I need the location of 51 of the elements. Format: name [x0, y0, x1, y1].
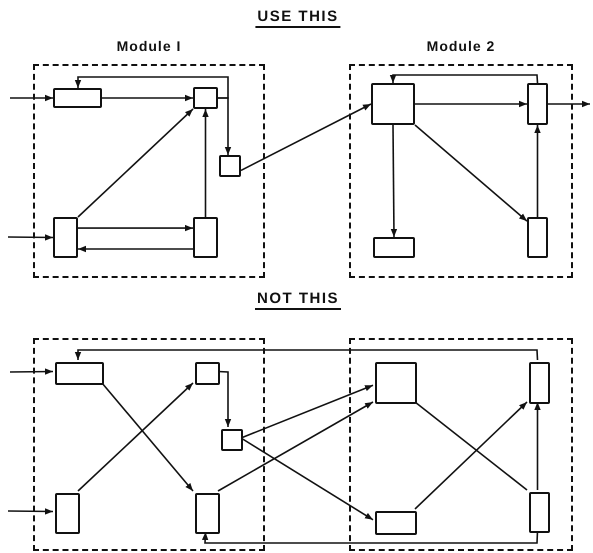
- arrow: [240, 103, 372, 172]
- process-box: [193, 217, 218, 258]
- process-box: [55, 362, 104, 385]
- process-box: [375, 511, 417, 535]
- arrow: [10, 94, 53, 102]
- arrow: [74, 76, 229, 99]
- arrow: [415, 100, 527, 108]
- section-heading: NOT THIS: [255, 290, 341, 310]
- process-box: [53, 217, 78, 258]
- arrow: [10, 368, 53, 375]
- arrow: [414, 124, 528, 222]
- module-heading: Module I: [116, 38, 182, 54]
- module-heading: Module 2: [426, 38, 496, 54]
- arrow: [101, 382, 194, 492]
- arrow: [78, 224, 193, 232]
- arrow: [240, 437, 374, 520]
- arrow: [202, 109, 209, 217]
- process-box: [55, 493, 80, 534]
- arrow: [74, 349, 538, 360]
- arrow: [534, 402, 541, 490]
- process-box: [371, 83, 415, 125]
- process-box: [219, 155, 241, 177]
- process-box: [53, 88, 102, 108]
- dashed-module-boundary: [349, 338, 573, 551]
- process-box: [193, 87, 218, 109]
- process-box: [373, 237, 415, 258]
- arrow: [78, 246, 193, 252]
- arrow: [218, 370, 232, 427]
- arrow: [414, 401, 528, 510]
- process-box: [221, 429, 243, 451]
- section-heading: USE THIS: [255, 8, 341, 28]
- arrow: [77, 108, 194, 218]
- arrow: [8, 508, 53, 515]
- process-box: [375, 362, 417, 404]
- process-box: [195, 493, 220, 534]
- arrow: [77, 382, 194, 492]
- process-box: [529, 362, 550, 404]
- process-box: [527, 217, 548, 258]
- process-box: [195, 362, 220, 385]
- arrow: [218, 401, 374, 492]
- arrow: [534, 125, 541, 217]
- arrow: [390, 74, 538, 84]
- arrow: [202, 530, 538, 544]
- arrow: [8, 234, 53, 241]
- process-box: [527, 83, 548, 125]
- process-box: [529, 492, 550, 533]
- arrow: [240, 384, 374, 439]
- arrow: [390, 125, 398, 237]
- arrow: [548, 100, 590, 108]
- dashed-module-boundary: [33, 338, 265, 551]
- arrow: [102, 94, 193, 102]
